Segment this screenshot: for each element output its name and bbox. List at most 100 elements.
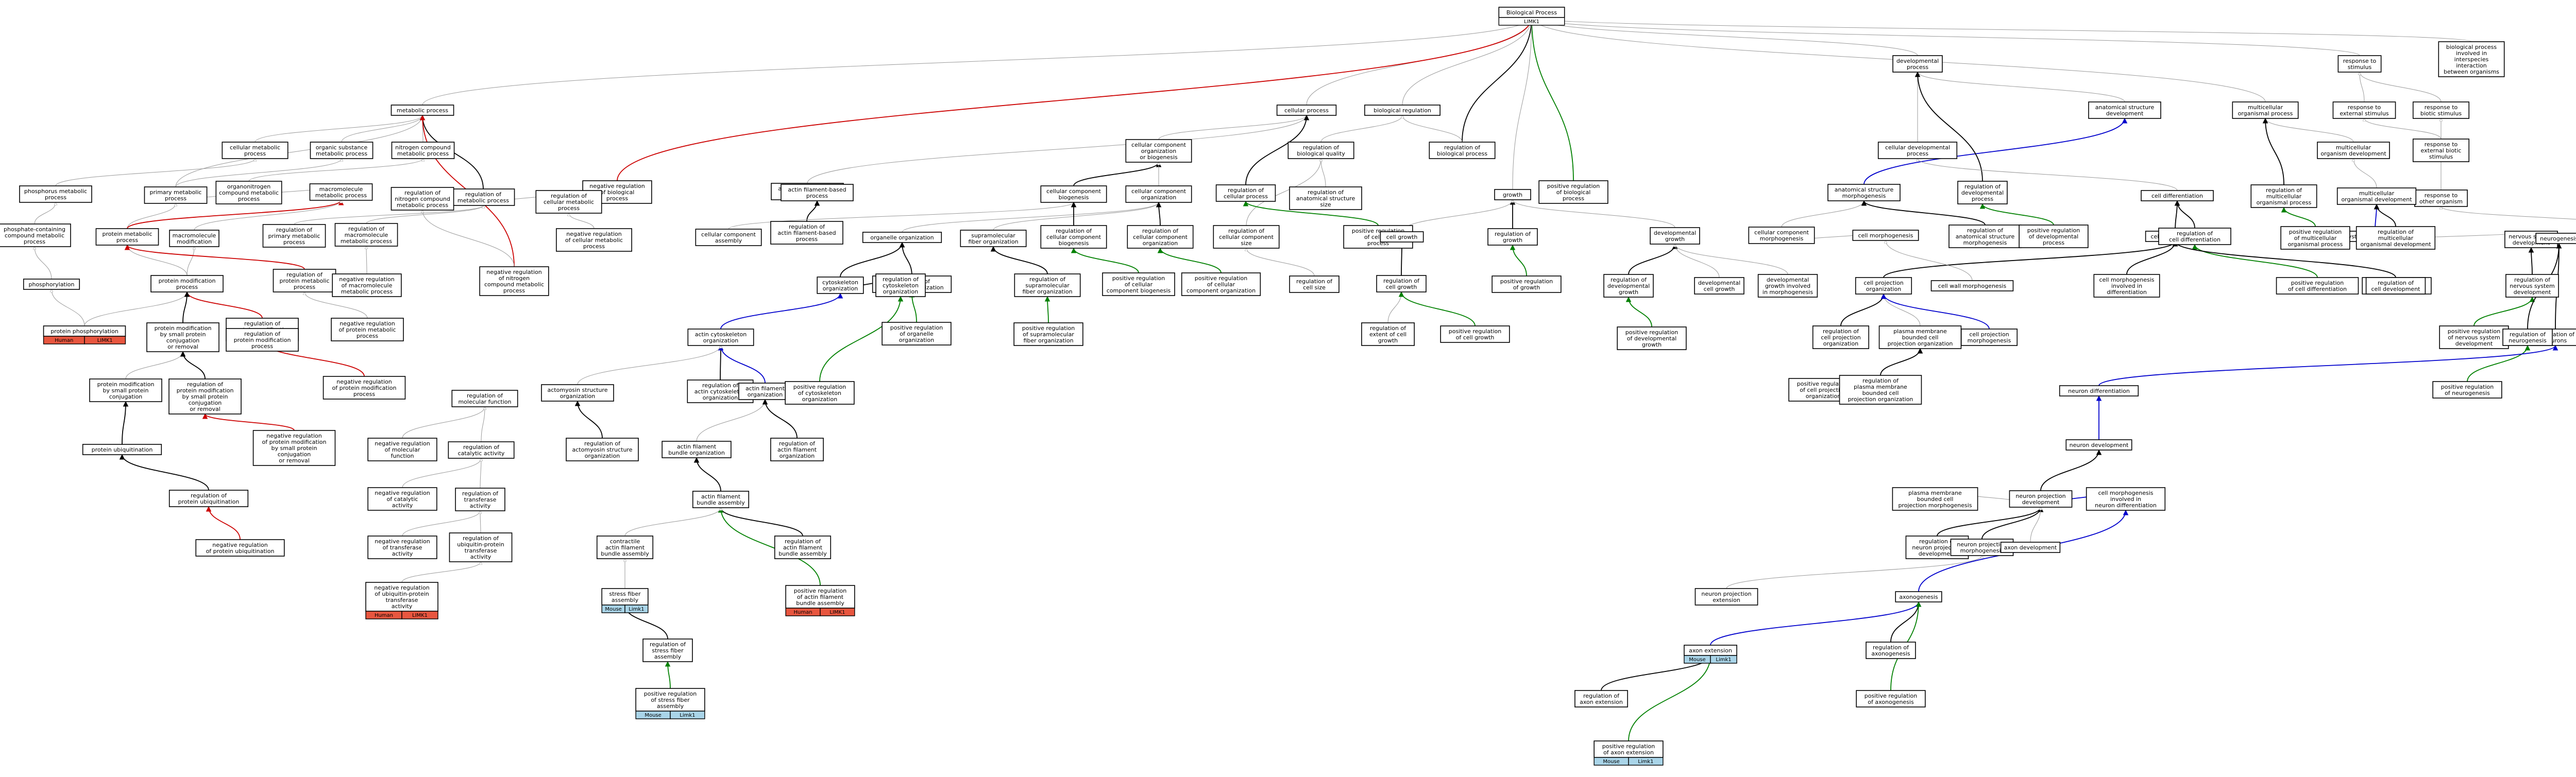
node-box[interactable] xyxy=(1276,105,1337,116)
node-box[interactable] xyxy=(95,228,159,246)
node-box[interactable] xyxy=(1014,273,1081,297)
node-box[interactable] xyxy=(695,229,762,246)
node-box[interactable] xyxy=(1895,591,1942,602)
node-box[interactable] xyxy=(89,378,162,402)
node-cellproc[interactable]: cellular process xyxy=(1276,105,1337,116)
node-box[interactable] xyxy=(2093,274,2160,298)
node-box[interactable] xyxy=(687,329,754,346)
node-box[interactable] xyxy=(1040,185,1107,203)
node-box[interactable] xyxy=(146,322,219,352)
node-box[interactable] xyxy=(785,381,855,405)
node-box[interactable] xyxy=(1181,272,1261,296)
node-box[interactable] xyxy=(1289,275,1340,293)
node-box[interactable] xyxy=(2141,190,2214,201)
node-box[interactable] xyxy=(2412,101,2470,119)
node-box[interactable] xyxy=(875,273,926,297)
node-box[interactable] xyxy=(2439,325,2509,349)
node-box[interactable] xyxy=(2086,487,2166,511)
node-box[interactable] xyxy=(1361,322,1415,346)
node-box[interactable] xyxy=(367,438,437,461)
node-box[interactable] xyxy=(2337,55,2382,73)
node-cellgrowth[interactable]: cell growth xyxy=(1380,231,1424,243)
node-box[interactable] xyxy=(1494,189,1531,200)
node-box[interactable] xyxy=(2059,385,2139,396)
node-box[interactable] xyxy=(1839,375,1922,405)
node-box[interactable] xyxy=(1960,329,2018,346)
node-box[interactable] xyxy=(226,328,299,352)
node-box[interactable] xyxy=(1213,225,1280,249)
node-box[interactable] xyxy=(785,585,855,609)
node-box[interactable] xyxy=(2505,274,2559,298)
node-box[interactable] xyxy=(1376,275,1427,292)
node-box[interactable] xyxy=(1617,326,1687,350)
node-box[interactable] xyxy=(448,441,515,459)
node-box[interactable] xyxy=(449,532,513,562)
node-box[interactable] xyxy=(2438,41,2505,77)
node-box[interactable] xyxy=(222,142,289,159)
node-box[interactable] xyxy=(770,438,824,461)
node-cellwallmorph[interactable]: cell wall morphogenesis xyxy=(1930,280,2014,291)
node-box[interactable] xyxy=(2276,277,2359,295)
node-box[interactable] xyxy=(2232,101,2299,119)
node-box[interactable] xyxy=(195,539,285,557)
node-box[interactable] xyxy=(365,582,438,612)
node-box[interactable] xyxy=(1574,690,1628,707)
node-organelle[interactable]: organelle organization xyxy=(862,232,942,243)
node-box[interactable] xyxy=(1013,322,1083,346)
node-box[interactable] xyxy=(662,441,732,458)
node-protubiq[interactable]: protein ubiquitination xyxy=(82,444,162,455)
node-growth[interactable]: growth xyxy=(1494,189,1531,200)
node-box[interactable] xyxy=(1957,181,2008,204)
node-box[interactable] xyxy=(1127,225,1194,249)
node-box[interactable] xyxy=(215,181,282,204)
node-box[interactable] xyxy=(2000,542,2061,553)
node-box[interactable] xyxy=(1287,142,1354,159)
node-box[interactable] xyxy=(1429,142,1496,159)
node-box[interactable] xyxy=(2365,277,2426,295)
node-box[interactable] xyxy=(169,230,219,247)
node-box[interactable] xyxy=(367,536,437,559)
